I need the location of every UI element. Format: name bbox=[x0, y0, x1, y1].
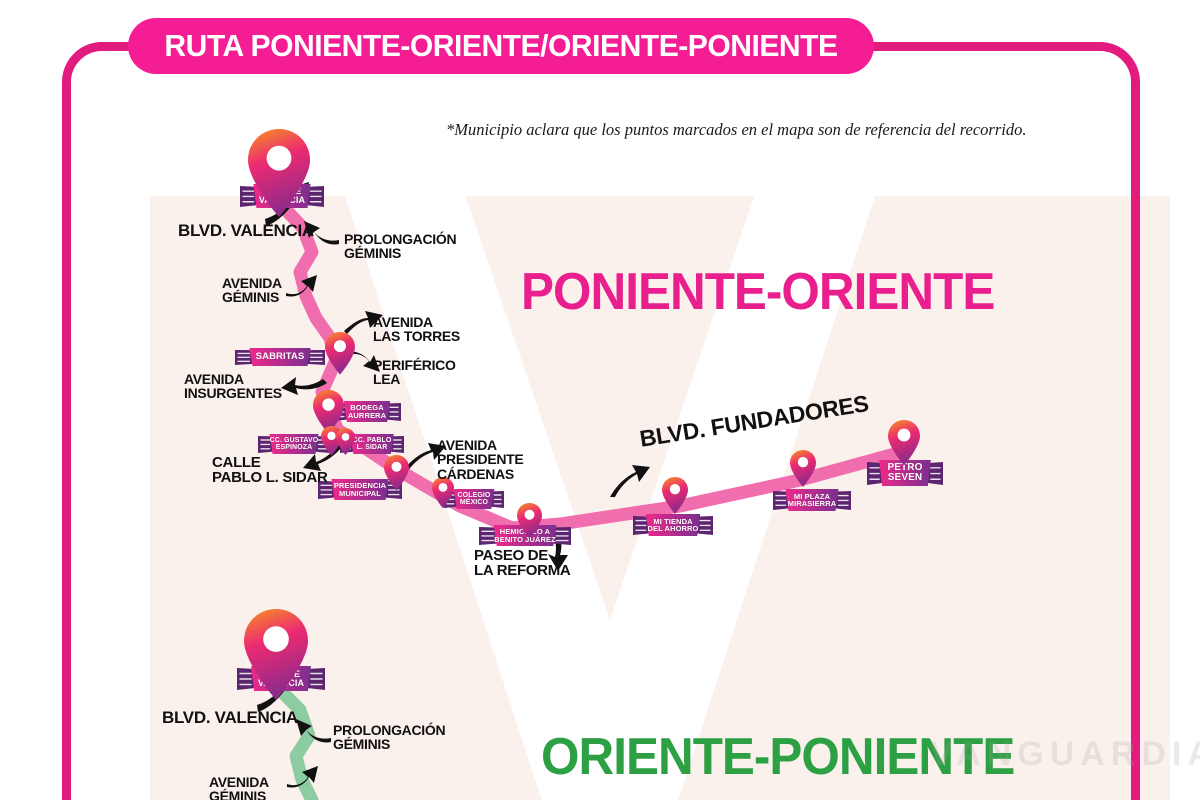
source-watermark: VANGUARDIA bbox=[930, 735, 1200, 773]
street-label-line: PERIFÉRICO bbox=[373, 357, 456, 373]
street-label-line: AVENIDA bbox=[437, 437, 497, 453]
street-label-line: AVENIDA bbox=[209, 774, 269, 790]
place-banner-label: MI PLAZA MIRASIERRA bbox=[787, 491, 837, 508]
street-label-line: LEA bbox=[373, 371, 401, 388]
street-label-line: PABLO L. SIDAR bbox=[212, 469, 328, 487]
map-pin-parque-valencia-2[interactable] bbox=[244, 609, 308, 705]
map-pin-sabritas[interactable] bbox=[325, 332, 355, 380]
map-pin-mi-plaza-mirasierra[interactable] bbox=[790, 450, 816, 492]
street-label-line: BLVD. VALENCIA bbox=[162, 708, 298, 727]
place-banner-sabritas[interactable]: SABRITAS bbox=[235, 348, 325, 366]
map-pin-presidencia-municipal[interactable] bbox=[384, 455, 409, 496]
street-label-line: CALLE bbox=[212, 454, 261, 471]
section-heading-poniente-oriente: PONIENTE-ORIENTE bbox=[521, 263, 995, 321]
page-title-pill: RUTA PONIENTE-ORIENTE/ORIENTE-PONIENTE bbox=[128, 18, 875, 74]
street-label-line: AVENIDA bbox=[184, 371, 244, 387]
street-label-line: PROLONGACIÓN bbox=[333, 722, 446, 738]
map-pin-hemiciclo-benito-juarez[interactable] bbox=[517, 503, 542, 544]
map-pin-colegio-mexico[interactable] bbox=[432, 477, 454, 513]
street-label-line: LA REFORMA bbox=[474, 562, 571, 580]
place-banner-label: SABRITAS bbox=[255, 351, 305, 363]
place-banner-label: MI TIENDA DEL AHORRO bbox=[647, 516, 699, 533]
street-label-line: GÉMINIS bbox=[344, 245, 402, 262]
street-label-line: BLVD. VALENCIA bbox=[178, 221, 314, 240]
place-banner-label: BODEGA AURRERA bbox=[347, 403, 387, 420]
street-label-line: AVENIDA bbox=[373, 314, 433, 330]
place-banner-label: CC. GUSTAVO ESPINOZA bbox=[269, 437, 319, 451]
street-label-line: GÉMINIS bbox=[222, 289, 280, 306]
street-label-blvd-valencia: BLVD. VALENCIA bbox=[178, 221, 314, 240]
map-pin-cc-pablo-l-sidar[interactable] bbox=[336, 428, 355, 460]
place-banner-label: COLEGIO MÉXICO bbox=[457, 492, 491, 506]
street-label-line: GÉMINIS bbox=[333, 736, 391, 753]
street-label-blvd-valencia-2: BLVD. VALENCIA bbox=[162, 708, 298, 727]
place-banner-mi-plaza-mirasierra[interactable]: MI PLAZA MIRASIERRA bbox=[773, 489, 851, 511]
map-pin-petro-seven[interactable] bbox=[888, 420, 920, 470]
street-label-line: GÉMINIS bbox=[209, 788, 267, 800]
disclaimer-note: *Municipio aclara que los puntos marcado… bbox=[446, 120, 1027, 139]
place-banner-label: CC. PABLO L. SIDAR bbox=[352, 437, 392, 451]
map-pin-mi-tienda-del-ahorro[interactable] bbox=[662, 477, 688, 519]
map-pin-parque-valencia[interactable] bbox=[248, 129, 310, 222]
street-label-line: INSURGENTES bbox=[184, 385, 282, 402]
street-label-line: PRESIDENTE bbox=[437, 451, 524, 468]
place-banner-label: PRESIDENCIA MUNICIPAL bbox=[333, 481, 387, 498]
street-label-line: PASEO DE bbox=[474, 547, 549, 564]
page-title: RUTA PONIENTE-ORIENTE/ORIENTE-PONIENTE bbox=[164, 28, 838, 63]
street-label-line: AVENIDA bbox=[222, 275, 282, 291]
street-label-line: PROLONGACIÓN bbox=[344, 231, 457, 247]
street-label-line: LAS TORRES bbox=[373, 328, 460, 345]
street-label-line: CÁRDENAS bbox=[437, 465, 514, 482]
